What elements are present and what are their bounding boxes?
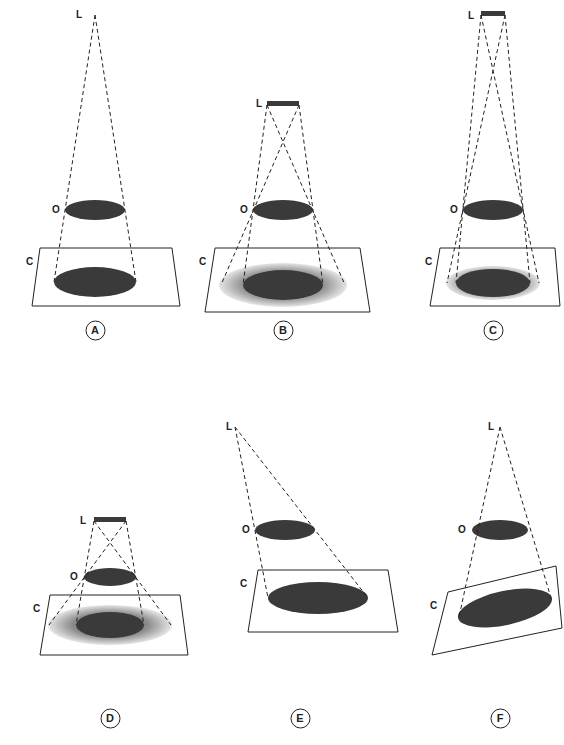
part-label: L xyxy=(468,10,474,22)
part-label: C xyxy=(240,578,247,590)
part-label: C xyxy=(199,256,206,268)
part-label: L xyxy=(76,9,82,21)
panel-letter-circle: E xyxy=(290,708,311,729)
part-label: L xyxy=(80,515,86,527)
panel-letter-circle: A xyxy=(85,320,106,341)
part-label: L xyxy=(488,421,494,433)
part-label: C xyxy=(26,256,33,268)
panel-letter: A xyxy=(85,320,106,337)
part-label: C xyxy=(425,256,432,268)
panel-letter: E xyxy=(290,708,311,725)
part-label: C xyxy=(33,603,40,615)
part-label: O xyxy=(240,204,248,216)
panel-letter-circle: D xyxy=(100,708,121,729)
part-label: C xyxy=(430,600,437,612)
part-label: O xyxy=(52,204,60,216)
panel-letter: F xyxy=(490,708,511,725)
panel-letter: C xyxy=(483,320,504,337)
panel-letter-circle: B xyxy=(273,320,294,341)
part-label: O xyxy=(70,571,78,583)
panel-letter-circle: C xyxy=(483,320,504,341)
panel-letter: B xyxy=(273,320,294,337)
panel-letter-circle: F xyxy=(490,708,511,729)
part-label: O xyxy=(458,524,466,536)
panel-letter: D xyxy=(100,708,121,725)
part-label: L xyxy=(226,421,232,433)
part-label: L xyxy=(256,98,262,110)
part-label: O xyxy=(450,204,458,216)
part-label: O xyxy=(242,524,250,536)
